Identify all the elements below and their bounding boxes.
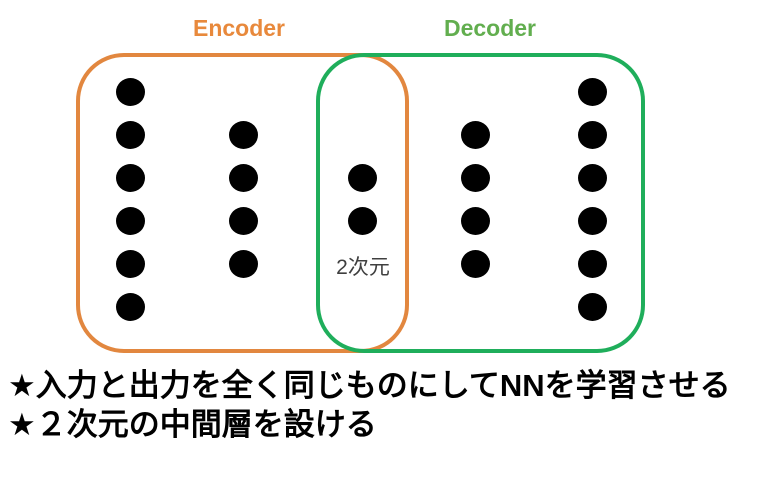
output-layer-neuron-dot [577, 78, 607, 106]
output-layer-neuron-dot [577, 121, 607, 149]
decoder-hidden-layer-neuron-dot [460, 250, 490, 278]
latent-dimension-label: 2次元 [336, 256, 390, 279]
input-layer-neuron-dot [115, 78, 145, 106]
input-layer-neuron-dot [115, 250, 145, 278]
encoder-box [76, 53, 409, 353]
decoder-hidden-layer-neuron-dot [460, 164, 490, 192]
encoder-hidden-layer-neuron-dot [228, 121, 258, 149]
decoder-label: Decoder [443, 15, 537, 41]
output-layer-neuron-dot [577, 164, 607, 192]
latent-layer-neuron-dot [347, 207, 377, 235]
output-layer-neuron-dot [577, 293, 607, 321]
encoder-label: Encoder [192, 15, 286, 41]
input-layer-neuron-dot [115, 293, 145, 321]
decoder-box [316, 53, 645, 353]
output-layer-neuron-dot [577, 207, 607, 235]
decoder-hidden-layer-neuron-dot [460, 121, 490, 149]
notes-block: ★入力と出力を全く同じものにしてNNを学習させる ★２次元の中間層を設ける [8, 366, 764, 444]
output-layer-neuron-dot [577, 250, 607, 278]
input-layer-neuron-dot [115, 164, 145, 192]
input-layer-neuron-dot [115, 207, 145, 235]
note-line-1: ★入力と出力を全く同じものにしてNNを学習させる [8, 368, 731, 403]
encoder-hidden-layer-neuron-dot [228, 164, 258, 192]
encoder-hidden-layer-neuron-dot [228, 207, 258, 235]
note-line-2: ★２次元の中間層を設ける [8, 407, 377, 442]
latent-layer-neuron-dot [347, 164, 377, 192]
encoder-hidden-layer-neuron-dot [228, 250, 258, 278]
decoder-hidden-layer-neuron-dot [460, 207, 490, 235]
input-layer-neuron-dot [115, 121, 145, 149]
